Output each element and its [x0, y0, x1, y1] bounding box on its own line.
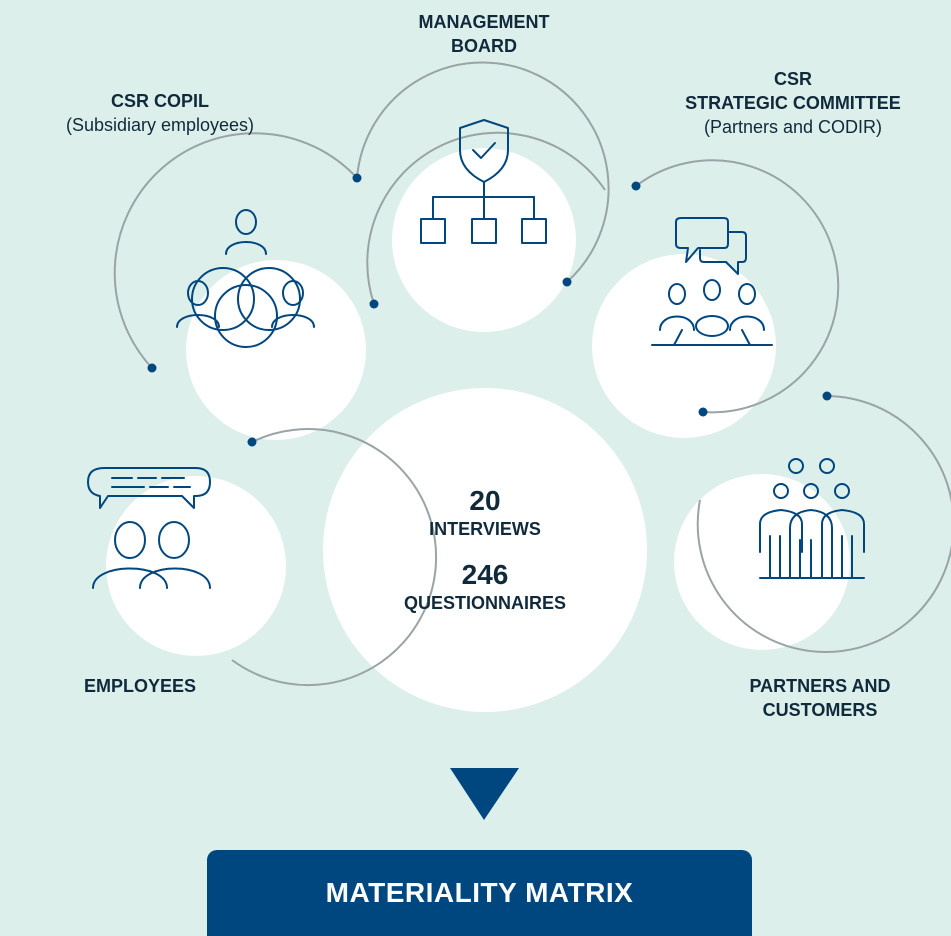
- materiality-matrix-label: MATERIALITY MATRIX: [325, 877, 634, 908]
- dot: [352, 173, 362, 183]
- label-csr-strategic-committee: CSR STRATEGIC COMMITTEE (Partners and CO…: [640, 67, 946, 139]
- strategic-title-line1: CSR: [773, 69, 812, 89]
- employees-title: EMPLOYEES: [83, 676, 197, 696]
- circle-management-bg: [392, 148, 576, 332]
- circle-partners-bg: [674, 474, 850, 650]
- dot: [698, 407, 708, 417]
- label-partners-customers: PARTNERS AND CUSTOMERS: [700, 674, 940, 722]
- arc-strategic: [635, 159, 840, 414]
- down-triangle-icon: [450, 768, 519, 820]
- arc-employees: [231, 428, 438, 687]
- copil-title: CSR COPIL: [110, 91, 209, 111]
- org-chart-shield-icon: [420, 119, 547, 244]
- arc-copil-to-employees: [113, 132, 358, 369]
- dot: [147, 363, 157, 373]
- dot: [822, 391, 832, 401]
- management-title-line1: MANAGEMENT: [418, 12, 550, 32]
- dot: [562, 277, 572, 287]
- questionnaires-label: QUESTIONNAIRES: [403, 593, 567, 613]
- arc-copil-to-strategic: [366, 131, 606, 305]
- circle-employees-bg: [106, 476, 286, 656]
- interviews-label: INTERVIEWS: [429, 519, 541, 539]
- two-people-chat-icon: [87, 467, 211, 589]
- label-csr-copil: CSR COPIL (Subsidiary employees): [10, 89, 310, 137]
- label-employees: EMPLOYEES: [40, 674, 240, 698]
- strategic-title-line2: STRATEGIC COMMITTEE: [685, 93, 901, 113]
- strategic-subtitle: (Partners and CODIR): [703, 117, 883, 137]
- meeting-speech-bubbles-icon: [651, 217, 773, 346]
- group-of-people-icon: [759, 458, 865, 579]
- dot: [247, 437, 257, 447]
- connector-dots: [147, 173, 832, 447]
- connector-arcs: [113, 61, 951, 687]
- questionnaires-value: 246: [461, 559, 509, 590]
- materiality-matrix-box: MATERIALITY MATRIX: [207, 850, 752, 936]
- center-circle: [323, 388, 647, 712]
- overlapping-people-icon: [176, 209, 315, 348]
- management-title-line2: BOARD: [451, 36, 517, 56]
- dot: [369, 299, 379, 309]
- circle-copil-bg: [186, 260, 366, 440]
- label-management-board: MANAGEMENT BOARD: [380, 10, 588, 58]
- copil-subtitle: (Subsidiary employees): [65, 115, 255, 135]
- arc-management: [356, 61, 610, 283]
- arc-partners: [696, 395, 951, 653]
- interviews-value: 20: [469, 485, 501, 516]
- partners-title-line1: PARTNERS AND: [749, 676, 891, 696]
- center-stats: 20 INTERVIEWS 246 QUESTIONNAIRES: [325, 390, 645, 614]
- dot: [631, 181, 641, 191]
- partners-title-line2: CUSTOMERS: [762, 700, 878, 720]
